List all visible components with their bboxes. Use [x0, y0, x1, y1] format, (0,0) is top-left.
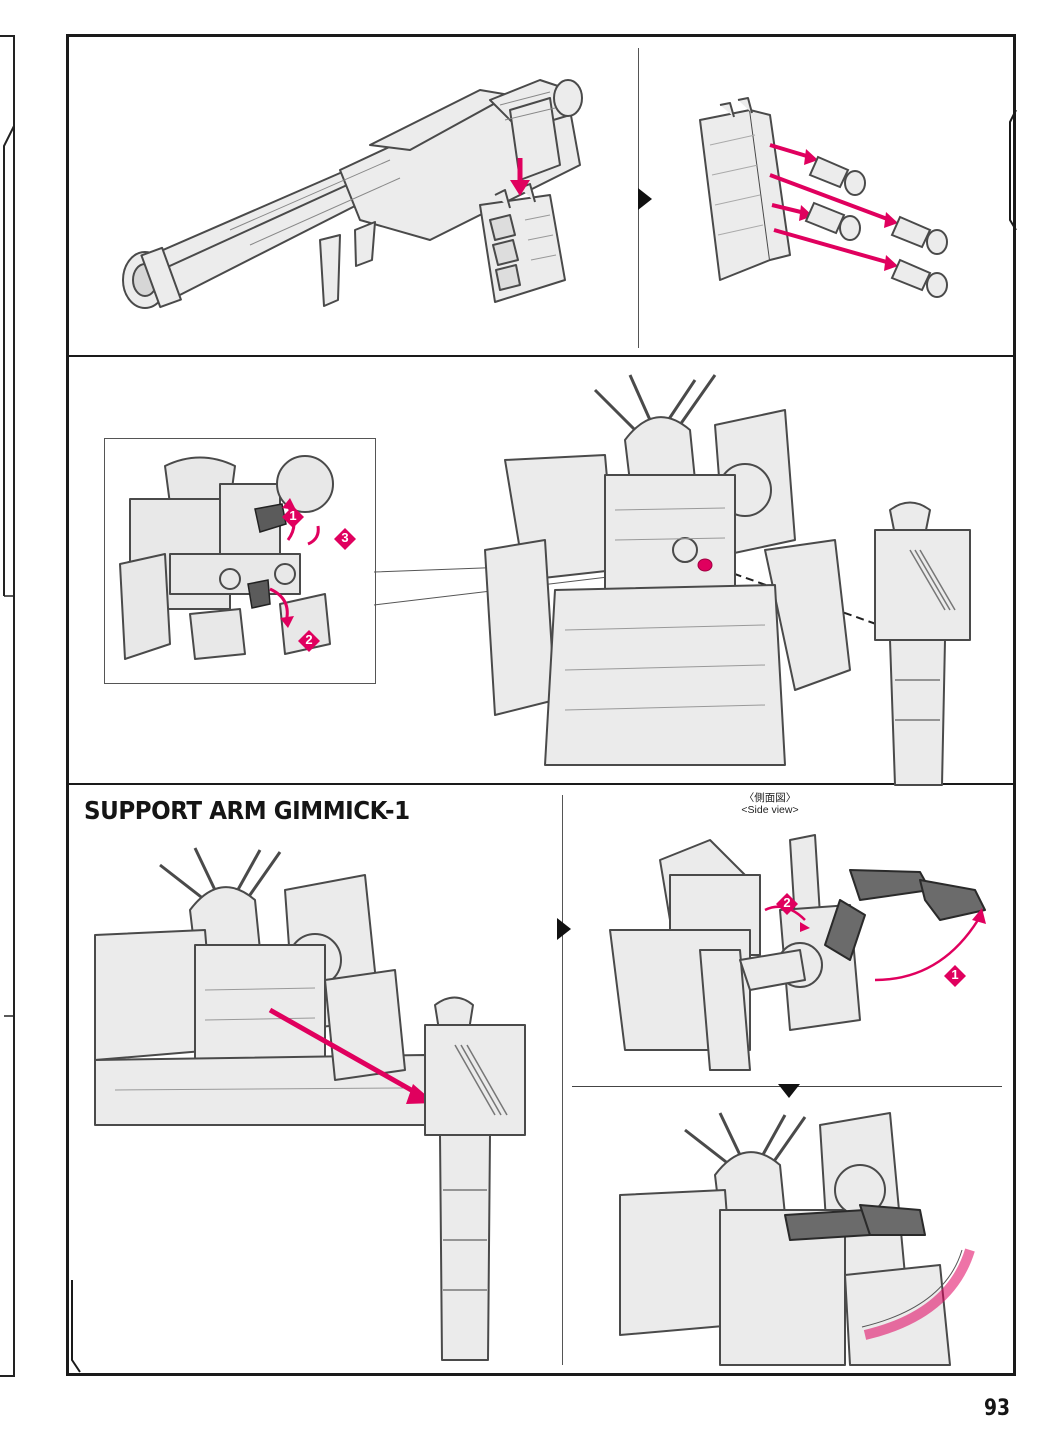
side-view-en-label: <Side view> — [741, 804, 799, 816]
detail-inset-illustration — [119, 455, 334, 660]
side-step-badge-1-label: 1 — [951, 967, 959, 982]
column-divider-bottom — [562, 795, 563, 1365]
frame-notch-left — [71, 1280, 81, 1373]
bazooka-upright-illustration — [874, 501, 971, 786]
magazine-rounds-illustration — [699, 97, 948, 298]
flow-arrow-down — [778, 1084, 800, 1098]
side-step-badge-1 — [944, 965, 966, 987]
row-divider-1 — [68, 355, 1014, 357]
side-view-label: 〈側面図〉 <Side view> — [700, 792, 840, 816]
step-badge-3 — [334, 528, 356, 550]
support-arm-final-illustration — [619, 1112, 975, 1366]
side-view-jp-label: 〈側面図〉 — [743, 792, 797, 804]
step-badge-2-label: 2 — [305, 632, 313, 647]
support-arm-step1-illustration — [94, 847, 526, 1361]
page-edge-tab — [0, 35, 15, 1377]
frame-notch-right — [1009, 109, 1017, 231]
section-title: SUPPORT ARM GIMMICK-1 — [84, 796, 410, 825]
step-badge-3-label: 3 — [341, 530, 349, 545]
robot-back-illustration — [484, 374, 851, 766]
step-badge-1-label: 1 — [289, 508, 297, 523]
step-badge-2 — [298, 630, 320, 652]
side-step-badge-2-label: 2 — [783, 895, 791, 910]
side-step-badge-2 — [776, 893, 798, 915]
step-badge-1 — [282, 506, 304, 528]
side-view-illustration — [609, 834, 986, 1071]
page-number: 93 — [984, 1396, 1011, 1421]
bazooka-assembly-illustration — [122, 79, 583, 309]
flow-arrow-right-2 — [557, 918, 571, 940]
flow-arrow-right-1 — [638, 188, 652, 210]
row-divider-2 — [68, 783, 1014, 785]
